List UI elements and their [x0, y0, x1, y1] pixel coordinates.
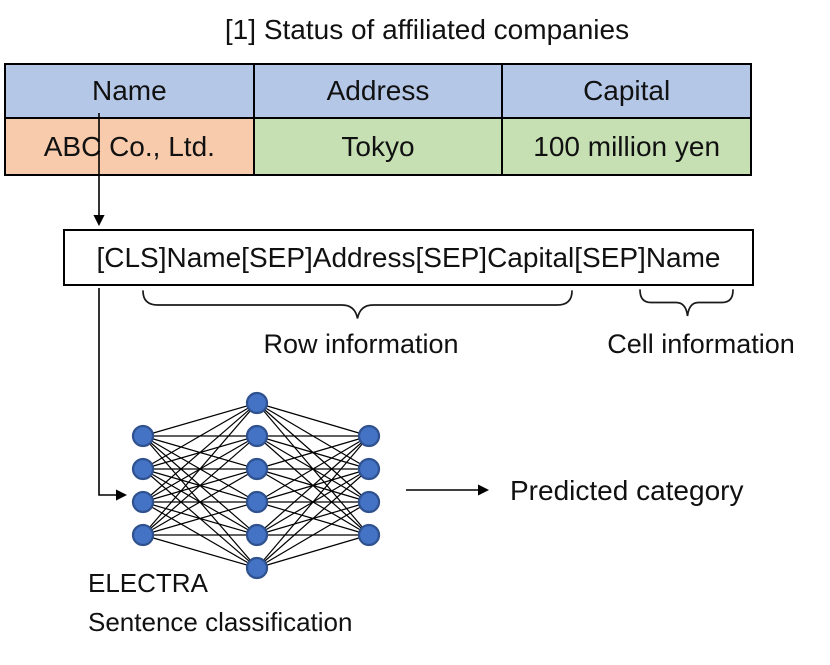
- network-edge: [256, 435, 370, 503]
- network-edge: [142, 435, 258, 503]
- network-edge: [256, 435, 370, 470]
- network-edge: [142, 402, 258, 536]
- network-node: [357, 523, 381, 547]
- network-edge: [256, 435, 370, 470]
- cell-information-brace: [639, 289, 734, 317]
- sentence-classification-label: Sentence classification: [88, 607, 353, 637]
- network-edge: [142, 435, 258, 536]
- table-header-capital: Capital: [501, 63, 752, 119]
- network-edge: [256, 501, 370, 569]
- token-sequence-box: [CLS]Name[SEP]Address[SEP]Capital[SEP]Na…: [63, 229, 754, 286]
- row-information-label: Row information: [263, 329, 459, 359]
- network-node: [245, 424, 269, 448]
- network-edge: [142, 468, 258, 569]
- network-edge: [256, 468, 370, 536]
- network-edge: [256, 435, 370, 503]
- table-header-address: Address: [252, 63, 504, 119]
- network-edge: [256, 468, 370, 503]
- network-node: [245, 391, 269, 415]
- network-edge: [256, 402, 370, 470]
- cell-information-label: Cell information: [607, 329, 795, 359]
- network-edge: [256, 501, 370, 536]
- network-node: [131, 490, 155, 514]
- network-node: [357, 457, 381, 481]
- network-edge: [142, 468, 258, 503]
- network-edge: [142, 435, 258, 569]
- network-edge: [256, 468, 370, 536]
- network-edge: [142, 435, 258, 536]
- network-edge: [142, 501, 258, 569]
- network-edge: [142, 468, 258, 503]
- network-edge: [142, 435, 258, 470]
- neural-network: [131, 391, 381, 580]
- electra-label: ELECTRA: [88, 568, 208, 598]
- network-edge: [256, 468, 370, 569]
- diagram-title: [1] Status of affiliated companies: [224, 14, 630, 45]
- network-node: [131, 457, 155, 481]
- network-node: [245, 556, 269, 580]
- table-cell-company-name: ABC Co., Ltd.: [4, 117, 255, 176]
- network-edge: [142, 435, 258, 470]
- network-edge: [256, 435, 370, 569]
- network-node: [245, 523, 269, 547]
- network-node: [131, 523, 155, 547]
- network-edge: [142, 402, 258, 503]
- network-edge: [256, 402, 370, 536]
- network-edge: [256, 468, 370, 503]
- network-edge: [142, 534, 258, 569]
- network-node: [357, 490, 381, 514]
- network-edge: [256, 402, 370, 503]
- network-edge: [256, 501, 370, 536]
- network-edge: [142, 402, 258, 470]
- table-data-row: ABC Co., Ltd. Tokyo 100 million yen: [4, 117, 752, 176]
- network-edge: [256, 435, 370, 536]
- network-edge: [142, 468, 258, 536]
- network-node: [245, 490, 269, 514]
- network-node: [131, 424, 155, 448]
- network-node: [245, 457, 269, 481]
- network-edge: [256, 534, 370, 569]
- row-information-brace: [142, 290, 573, 319]
- network-edge: [256, 435, 370, 536]
- network-edge: [142, 501, 258, 536]
- table-cell-address: Tokyo: [252, 117, 504, 176]
- table-cell-capital: 100 million yen: [501, 117, 752, 176]
- table-header-row: Name Address Capital: [4, 63, 752, 119]
- network-edge: [142, 501, 258, 536]
- company-table: Name Address Capital ABC Co., Ltd. Tokyo…: [4, 63, 752, 176]
- network-edge: [142, 402, 258, 437]
- network-edge: [142, 468, 258, 536]
- network-edge: [142, 435, 258, 503]
- network-node: [357, 424, 381, 448]
- sequence-to-network-arrow: [98, 288, 128, 501]
- table-header-name: Name: [4, 63, 255, 119]
- network-edge: [256, 402, 370, 437]
- predicted-category-label: Predicted category: [510, 475, 744, 506]
